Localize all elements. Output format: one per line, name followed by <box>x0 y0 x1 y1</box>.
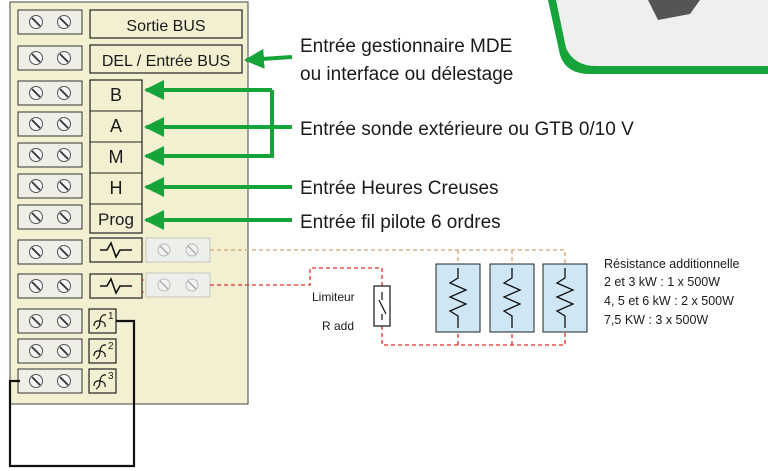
terminal-row <box>17 111 83 137</box>
callout-mde-line1: Entrée gestionnaire MDE <box>300 36 512 57</box>
screw-slot <box>31 316 41 326</box>
screw-slot <box>59 346 69 356</box>
label-prog: Prog <box>98 210 134 229</box>
resistance-info: Résistance additionnelle 2 et 3 kW : 1 x… <box>604 257 740 327</box>
screw-slot <box>59 88 69 98</box>
label-h: H <box>110 178 123 198</box>
wire-orange <box>210 249 566 264</box>
terminal-row <box>17 338 83 364</box>
callout-mde-line2: ou interface ou délestage <box>300 64 513 85</box>
label-a: A <box>110 116 122 136</box>
callout-texts: Entrée gestionnaire MDE ou interface ou … <box>300 36 634 233</box>
resistance-line-1: 2 et 3 kW : 1 x 500W <box>604 275 720 289</box>
fan-index-3: 3 <box>108 371 114 382</box>
terminal-row <box>17 273 83 299</box>
terminal-row <box>17 9 83 35</box>
label-del-entree-bus: DEL / Entrée BUS <box>102 53 230 70</box>
fan-terminals: 1 2 3 <box>88 308 117 394</box>
screw-slot <box>59 17 69 27</box>
screw-slot <box>31 53 41 63</box>
fan-icon <box>93 344 107 360</box>
screw-slot <box>59 316 69 326</box>
terminal-labels: Sortie BUS DEL / Entrée BUS B A M H Prog <box>89 9 243 234</box>
screw-slot <box>31 212 41 222</box>
callout-heures-creuses: Entrée Heures Creuses <box>300 178 499 199</box>
screw-slot <box>59 181 69 191</box>
screw-slot <box>31 247 41 257</box>
fan-index-1: 1 <box>108 311 114 322</box>
screw-slot <box>59 247 69 257</box>
resistance-title: Résistance additionnelle <box>604 257 740 271</box>
radd-label: R add <box>322 319 354 333</box>
screw-column <box>17 9 83 394</box>
screw-slot <box>31 281 41 291</box>
fan-index-2: 2 <box>108 341 114 352</box>
limiter-label: Limiteur <box>312 290 355 304</box>
screw-slot <box>59 376 69 386</box>
fan-bridge-wire <box>8 319 136 468</box>
input-arrows <box>144 48 293 230</box>
callout-fil-pilote: Entrée fil pilote 6 ordres <box>300 212 501 233</box>
screw-slot <box>59 150 69 160</box>
screw-slot <box>31 17 41 27</box>
screw-slot <box>31 181 41 191</box>
terminal-row <box>17 239 83 265</box>
screw-slot <box>59 281 69 291</box>
device-corner <box>548 0 768 74</box>
screw-slot <box>59 53 69 63</box>
screw-slot <box>31 119 41 129</box>
terminal-row <box>17 45 83 71</box>
terminal-row <box>17 204 83 230</box>
label-m: M <box>109 147 124 167</box>
screw-slot <box>59 212 69 222</box>
fan-icon <box>93 314 107 330</box>
screw-slot <box>31 346 41 356</box>
heating-element-icon <box>100 241 132 259</box>
label-sortie-bus: Sortie BUS <box>126 18 205 35</box>
heating-element-icon <box>100 277 132 295</box>
terminal-row <box>17 173 83 199</box>
heating-element-terminals <box>89 237 211 299</box>
screw-slot <box>31 376 41 386</box>
resistance-line-3: 7,5 KW : 3 x 500W <box>604 313 708 327</box>
callout-sonde: Entrée sonde extérieure ou GTB 0/10 V <box>300 119 634 140</box>
screw-slot <box>31 88 41 98</box>
terminal-row <box>17 142 83 168</box>
additional-resistors <box>435 263 588 333</box>
screw-slot <box>31 150 41 160</box>
terminal-row <box>17 368 83 394</box>
screw-slot <box>59 119 69 129</box>
terminal-row <box>17 80 83 106</box>
limiter-switch-icon <box>373 285 391 327</box>
resistance-line-2: 4, 5 et 6 kW : 2 x 500W <box>604 294 734 308</box>
label-b: B <box>110 85 122 105</box>
wire-red <box>210 267 566 346</box>
fan-icon <box>93 374 107 390</box>
terminal-row <box>17 308 83 334</box>
